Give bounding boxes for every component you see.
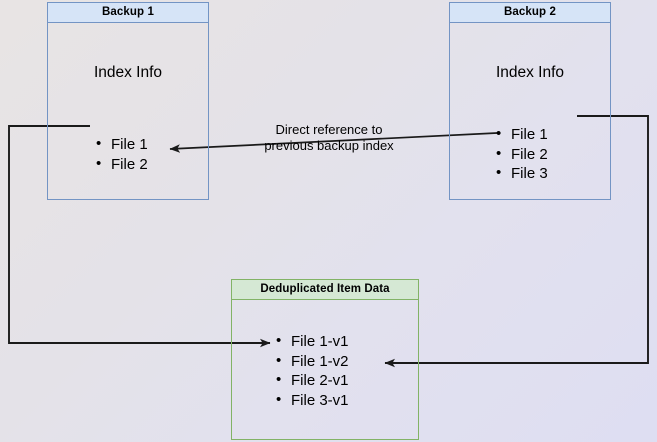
node-backup2-file-list: File 1 File 2 File 3: [496, 124, 548, 184]
node-backup1[interactable]: Backup 1 Index Info File 1 File 2: [47, 2, 209, 200]
node-backup1-index-label: Index Info: [93, 64, 163, 81]
list-item: File 3: [496, 163, 548, 184]
list-item: File 1: [96, 134, 148, 155]
node-dedup-body: File 1-v1 File 1-v2 File 2-v1 File 3-v1: [231, 300, 419, 440]
list-item: File 3-v1: [276, 390, 349, 411]
list-item: File 2-v1: [276, 370, 349, 391]
node-dedup-file-list: File 1-v1 File 1-v2 File 2-v1 File 3-v1: [276, 331, 349, 411]
node-backup2-index-label: Index Info: [495, 64, 565, 81]
node-backup1-file-list: File 1 File 2: [96, 134, 148, 175]
node-backup2-body: Index Info File 1 File 2 File 3: [449, 23, 611, 200]
list-item: File 1-v2: [276, 351, 349, 372]
list-item: File 1: [496, 124, 548, 145]
edge-label-line1: Direct reference to: [275, 122, 383, 137]
node-backup2-header: Backup 2: [449, 2, 611, 23]
node-deduplicated-item-data[interactable]: Deduplicated Item Data File 1-v1 File 1-…: [231, 279, 419, 440]
edge-label-direct-reference: Direct reference to previous backup inde…: [244, 122, 414, 154]
list-item: File 2: [496, 144, 548, 165]
node-dedup-header: Deduplicated Item Data: [231, 279, 419, 300]
list-item: File 2: [96, 154, 148, 175]
edge-label-line2: previous backup index: [264, 138, 394, 153]
node-backup2[interactable]: Backup 2 Index Info File 1 File 2 File 3: [449, 2, 611, 200]
list-item: File 1-v1: [276, 331, 349, 352]
node-backup1-body: Index Info File 1 File 2: [47, 23, 209, 200]
node-backup1-header: Backup 1: [47, 2, 209, 23]
